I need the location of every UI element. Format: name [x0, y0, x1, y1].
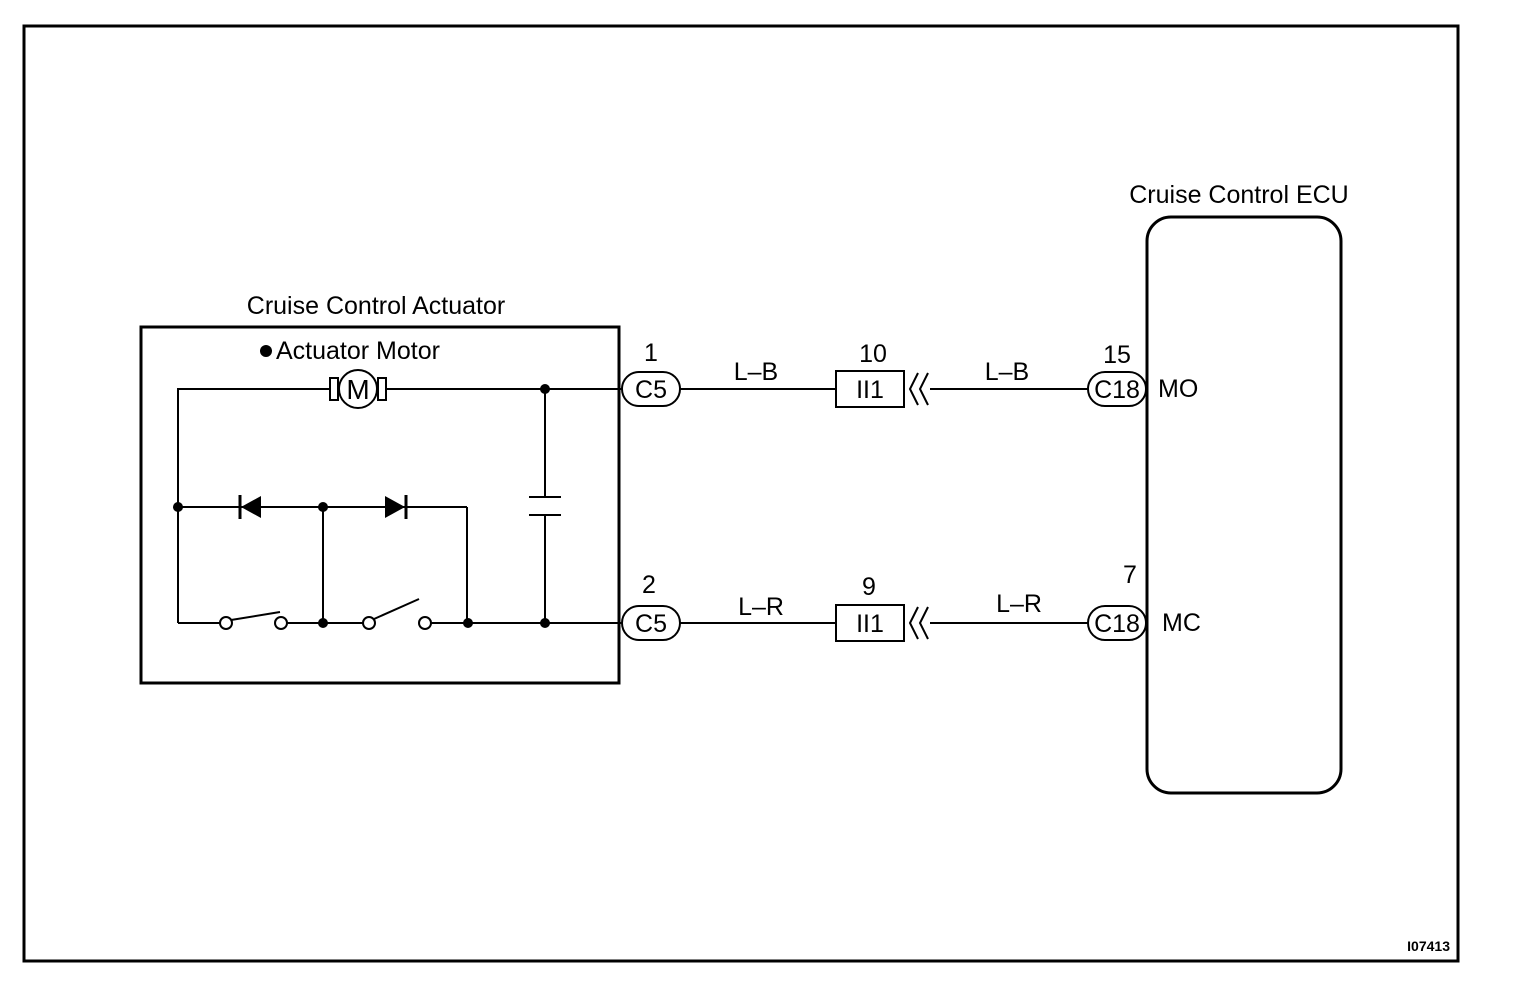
ecu-box — [1145, 215, 1343, 795]
connector-label: C5 — [635, 610, 667, 638]
motor-icon: M — [329, 369, 387, 409]
actuator-motor-label: Actuator Motor — [276, 337, 440, 365]
circuit-mo: 1 C5 L–B 10 II1 L–B 15 C18 MO — [621, 339, 1198, 408]
diode-right-icon — [385, 495, 408, 519]
connector-chevron-icon — [908, 606, 929, 640]
connector-c5 — [621, 371, 681, 407]
switch-right-icon — [362, 598, 432, 630]
actuator-pin-number: 1 — [644, 339, 658, 367]
motor-symbol: M — [346, 374, 369, 405]
wire-color-label: L–R — [738, 593, 784, 621]
bullet-dot — [260, 345, 272, 357]
connector-label: C5 — [635, 376, 667, 404]
junction-dot — [318, 502, 328, 512]
junction-dot — [173, 502, 183, 512]
circuit-mc: 2 C5 L–R 9 II1 L–R 7 C18 MC — [621, 561, 1201, 642]
actuator-box — [139, 325, 621, 685]
figure-id: I07413 — [1407, 938, 1450, 954]
junction-connector-label: II1 — [856, 376, 884, 404]
ecu-pin-number: 7 — [1123, 561, 1137, 589]
actuator-pin-number: 2 — [642, 571, 656, 599]
junction-pin-number: 9 — [862, 573, 876, 601]
junction-connector-label: II1 — [856, 610, 884, 638]
wire-color-label: L–B — [734, 358, 778, 386]
junction-pin-number: 10 — [859, 340, 887, 368]
connector-label: C18 — [1094, 376, 1140, 404]
wire-color-label: L–B — [985, 358, 1029, 386]
switch-left-icon — [219, 611, 288, 630]
cruise-control-actuator: Cruise Control Actuator Actuator Motor M — [139, 292, 622, 685]
junction-connector — [835, 370, 905, 408]
diode-left-icon — [238, 495, 261, 519]
internal-wire-top — [177, 388, 330, 623]
junction-dot — [540, 618, 550, 628]
connector-label: C18 — [1094, 610, 1140, 638]
connector-c5 — [621, 605, 681, 641]
ecu-terminal-mc: MC — [1162, 609, 1201, 637]
connector-chevron-icon — [908, 372, 929, 406]
junction-dot — [318, 618, 328, 628]
actuator-title: Cruise Control Actuator — [247, 292, 505, 320]
junction-dot — [540, 384, 550, 394]
junction-dot — [463, 618, 473, 628]
ecu-title: Cruise Control ECU — [1129, 181, 1349, 209]
ecu-terminal-mo: MO — [1158, 375, 1198, 403]
capacitor-icon — [529, 496, 561, 516]
ecu-pin-number: 15 — [1103, 341, 1131, 369]
cruise-control-ecu: Cruise Control ECU — [1129, 181, 1349, 795]
wire-color-label: L–R — [996, 590, 1042, 618]
diagram-frame — [22, 24, 1460, 963]
junction-connector — [835, 604, 905, 642]
